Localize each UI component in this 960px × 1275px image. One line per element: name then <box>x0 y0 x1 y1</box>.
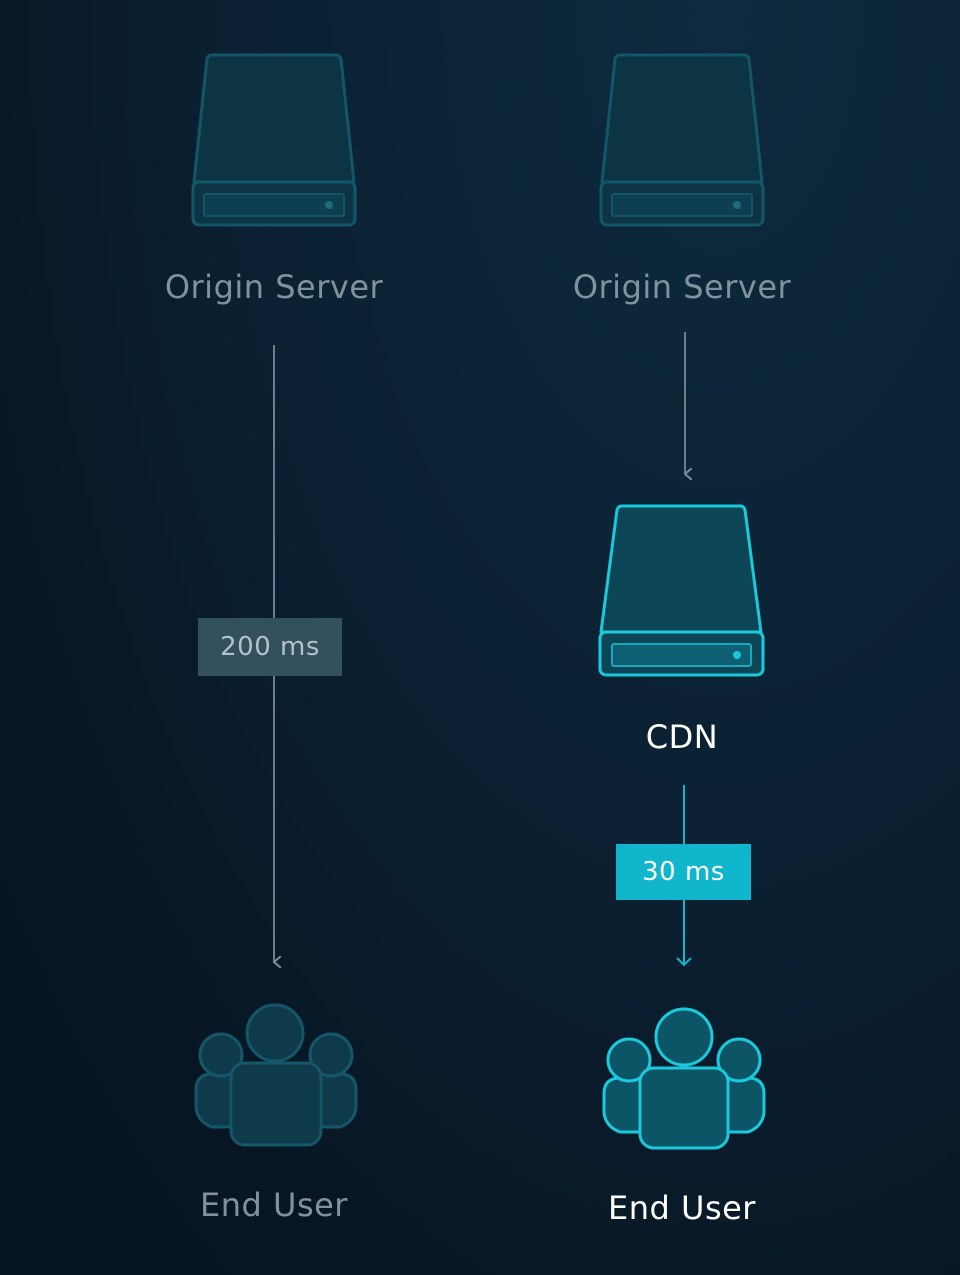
cdn-server-icon <box>598 504 765 677</box>
cdn-label: CDN <box>645 718 719 756</box>
right-origin-server-icon <box>599 53 765 227</box>
right-end-user-label: End User <box>608 1189 756 1227</box>
right-latency-badge: 30 ms <box>616 844 751 900</box>
right-origin-server-label: Origin Server <box>572 268 792 306</box>
right-end-user-icon <box>602 1007 766 1150</box>
left-origin-server-icon <box>191 53 357 227</box>
left-origin-server-label: Origin Server <box>164 268 384 306</box>
left-latency-badge: 200 ms <box>198 618 342 676</box>
left-end-user-label: End User <box>200 1186 348 1224</box>
left-end-user-icon <box>194 1003 358 1147</box>
